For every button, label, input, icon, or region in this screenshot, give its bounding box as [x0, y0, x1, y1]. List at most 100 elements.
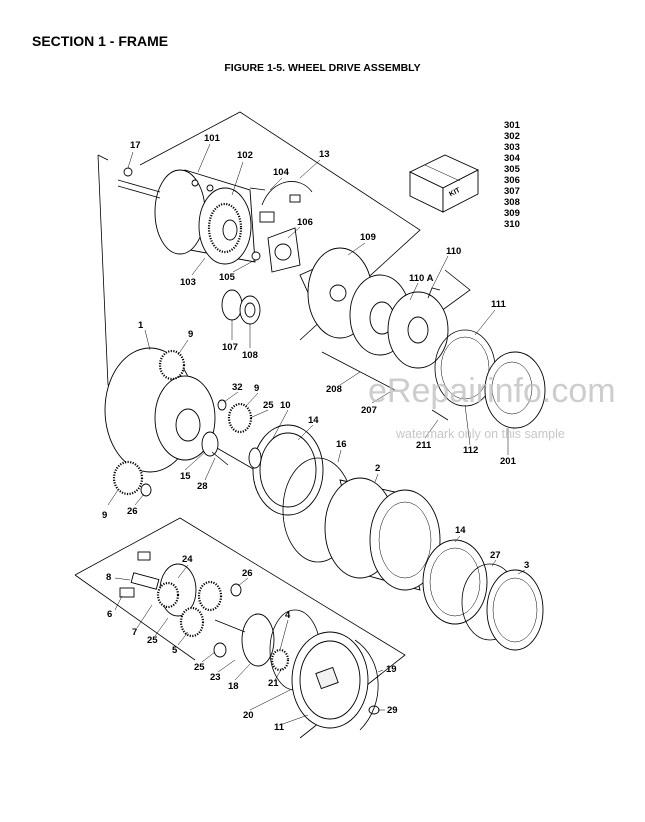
section-title: SECTION 1 - FRAME [32, 33, 169, 49]
retaining-ring-inner [492, 577, 538, 643]
callout-201: 201 [500, 456, 517, 467]
callout-9-top: 9 [188, 329, 193, 340]
pin [211, 451, 229, 466]
callout-207: 207 [361, 405, 377, 416]
snap-ring-19 [354, 639, 379, 731]
wheel-hub [104, 347, 216, 473]
release-rod [321, 351, 396, 391]
callout-32: 32 [232, 382, 243, 393]
callout-27: 27 [490, 550, 501, 561]
bearing-ring [422, 539, 488, 625]
washer [217, 399, 227, 411]
callout-110: 110 [446, 246, 461, 257]
callout-25-lower: 25 [194, 662, 205, 673]
callout-112: 112 [463, 445, 478, 456]
callout-21: 21 [268, 678, 279, 689]
callout-105: 105 [219, 272, 236, 283]
pin [140, 483, 152, 497]
planet-gear [179, 606, 205, 638]
bearing-ring-inner [429, 547, 481, 617]
brush-clip [249, 181, 313, 223]
callout-26-upper: 26 [127, 506, 138, 517]
pinion [270, 648, 290, 672]
callout-104: 104 [273, 167, 290, 178]
leader-lines [107, 143, 526, 726]
callout-208: 208 [326, 384, 342, 395]
callout-109: 109 [360, 232, 376, 243]
callout-28: 28 [197, 481, 208, 492]
callout-18: 18 [228, 681, 239, 692]
washer [213, 642, 227, 658]
callout-8: 8 [106, 572, 111, 583]
callout-101: 101 [204, 133, 221, 144]
callout-29: 29 [387, 705, 398, 716]
kit-number: 301 [504, 120, 520, 131]
callout-17: 17 [130, 140, 141, 151]
planet-gear [197, 580, 223, 612]
pin [230, 583, 242, 597]
bearing-ring [248, 424, 324, 516]
kit-number-list: 301 302 303 304 305 306 307 308 309 310 [504, 120, 520, 230]
callout-3: 3 [524, 560, 529, 571]
callout-107: 107 [222, 342, 238, 353]
callout-6: 6 [107, 609, 112, 620]
callout-106: 106 [297, 217, 313, 228]
motor-assembly [117, 167, 256, 265]
figure-title: FIGURE 1-5. WHEEL DRIVE ASSEMBLY [224, 62, 421, 74]
callout-111: 111 [491, 299, 507, 310]
callout-14-upper: 14 [308, 415, 319, 426]
brake-magnet [387, 287, 449, 369]
callout-25-lower-left: 25 [147, 635, 158, 646]
retaining-ring [486, 569, 544, 651]
callout-9-left: 9 [102, 510, 107, 521]
callout-2: 2 [375, 463, 380, 474]
callout-24: 24 [182, 554, 193, 565]
callout-10: 10 [280, 400, 291, 411]
end-cover [484, 351, 546, 429]
wheel-drum [324, 477, 441, 591]
sun-plate [214, 613, 275, 667]
callout-5: 5 [172, 645, 178, 656]
mounting-screw [431, 409, 449, 421]
callout-7: 7 [132, 627, 137, 638]
callout-23: 23 [210, 672, 221, 683]
planetary-carrier [119, 551, 197, 617]
kit-number: 303 [504, 142, 520, 153]
callout-15: 15 [180, 471, 191, 482]
callout-108: 108 [242, 350, 258, 361]
kit-number: 310 [504, 219, 520, 230]
callout-11: 11 [274, 722, 285, 733]
callout-4: 4 [285, 610, 291, 621]
kit-number: 308 [504, 197, 520, 208]
callout-20: 20 [243, 710, 254, 721]
callout-25-upper: 25 [263, 400, 274, 411]
kit-number: 302 [504, 131, 520, 142]
adapter-plate [251, 227, 301, 273]
callout-9-mid: 9 [254, 383, 259, 394]
kit-number: 309 [504, 208, 520, 219]
callout-13: 13 [319, 149, 330, 160]
seal [201, 431, 219, 457]
callout-103: 103 [180, 277, 196, 288]
kit-number: 304 [504, 153, 520, 164]
callout-110a: 110 A [409, 273, 434, 284]
kit-number: 305 [504, 164, 520, 175]
callout-1: 1 [138, 320, 144, 331]
kit-number: 306 [504, 175, 520, 186]
kit-box: KIT [408, 154, 480, 213]
watermark-brand: eRepairinfo.com [368, 372, 616, 410]
callout-14-lower: 14 [455, 525, 466, 536]
callout-26-lower: 26 [242, 568, 253, 579]
gear [227, 402, 253, 434]
callout-211: 211 [416, 440, 432, 451]
callout-102: 102 [237, 150, 253, 161]
cover-plate [291, 631, 369, 729]
gear [112, 460, 144, 496]
bearing [221, 289, 261, 325]
watermark-note: watermark only on this sample [395, 427, 565, 441]
callout-16: 16 [336, 439, 347, 450]
kit-box-label: KIT [448, 187, 462, 199]
kit-number: 307 [504, 186, 520, 197]
callout-labels: 17 101 102 13 104 106 109 110 110 A 103 … [102, 133, 529, 733]
